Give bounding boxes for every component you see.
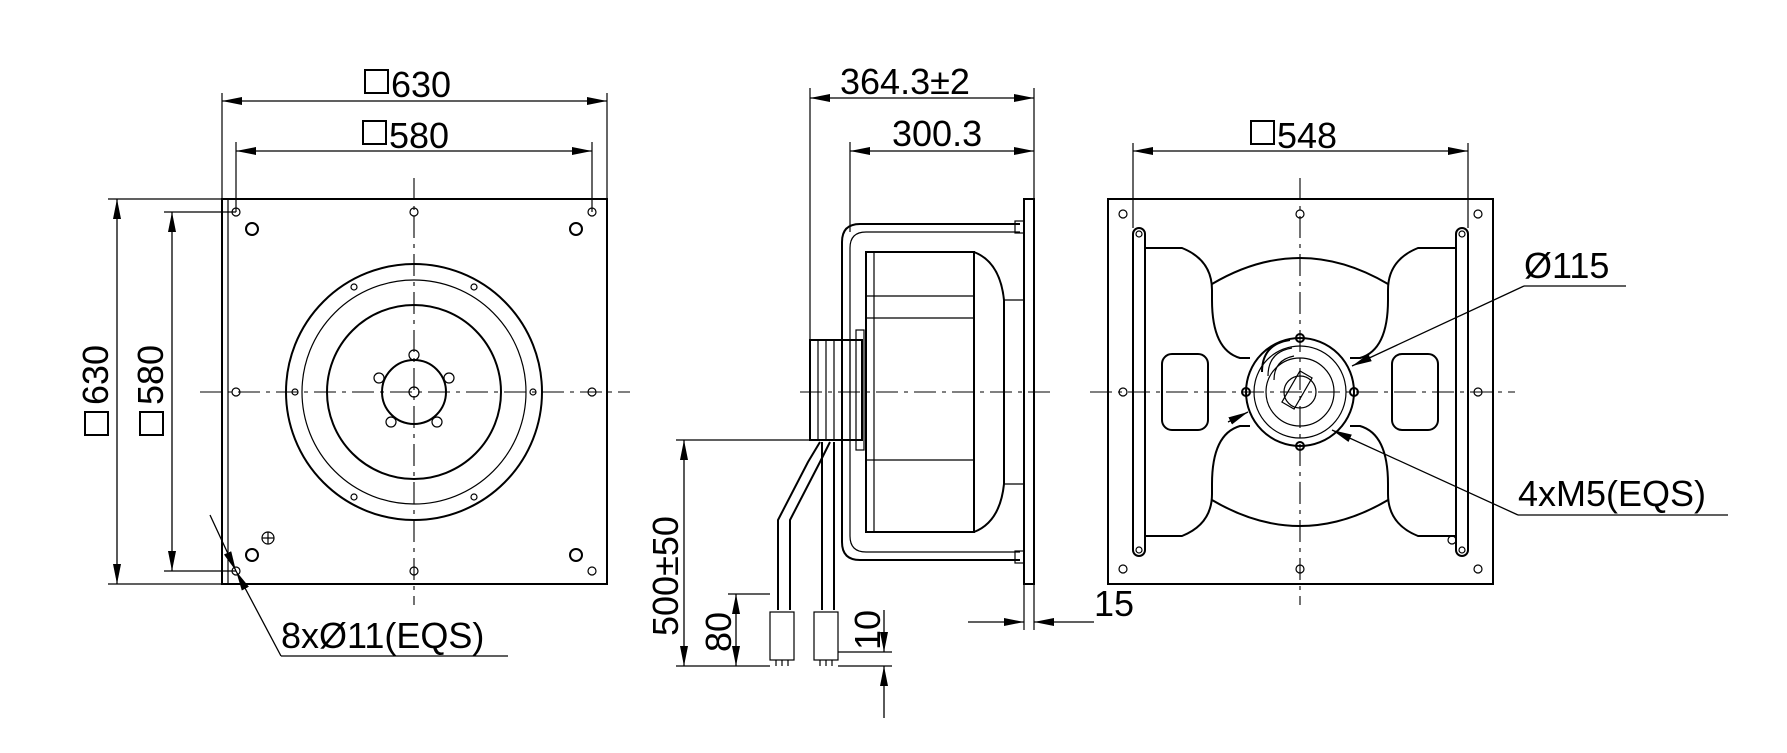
inlet-arc-top	[1211, 257, 1389, 285]
square-symbol	[362, 120, 387, 145]
hub-bolts	[373, 349, 455, 428]
strut-right-top	[1350, 247, 1456, 359]
dim-cable-length: 500±50	[645, 516, 686, 636]
strut-right-bottom	[1350, 425, 1456, 537]
rear-rail-left	[1132, 227, 1146, 557]
dim-holes: 8xØ11(EQS)	[281, 615, 484, 656]
square-symbol	[139, 411, 164, 436]
window-left	[1161, 353, 1209, 431]
square-symbol	[84, 411, 109, 436]
side-view: 364.3±2 300.3 500±50 80 10 15	[645, 61, 1134, 718]
dim-rear-width: 548	[1277, 115, 1337, 156]
hub-fins	[1261, 339, 1291, 373]
dim-cable-strip-80: 80	[698, 612, 739, 652]
motor-housing	[809, 339, 863, 441]
strut-left-top	[1145, 247, 1250, 359]
dim-side-total-depth: 364.3±2	[840, 61, 970, 102]
dim-flange-thickness: 15	[1094, 583, 1134, 624]
rear-holes	[1118, 209, 1483, 574]
dim-front-inner: 580	[389, 115, 449, 156]
cables	[769, 441, 839, 666]
square-symbol	[1250, 120, 1275, 145]
dim-front-inner-vertical: 580	[130, 345, 171, 405]
rear-rail-right	[1455, 227, 1469, 557]
ring-screws	[291, 283, 537, 501]
dim-hub-diameter: Ø115	[1524, 245, 1609, 286]
dim-cable-strip-10: 10	[847, 610, 888, 650]
strut-left-bottom	[1145, 425, 1250, 537]
dim-front-outer-vertical: 630	[75, 345, 116, 405]
dim-side-depth: 300.3	[892, 113, 982, 154]
inlet-ring-outer	[285, 263, 543, 521]
dim-front-outer: 630	[391, 64, 451, 105]
window-right	[1391, 353, 1439, 431]
rear-hub-bolts	[1241, 333, 1359, 451]
square-symbol	[364, 69, 389, 94]
rear-hub	[1245, 337, 1355, 447]
impeller-disc	[326, 304, 502, 480]
rear-view: 548 Ø115 4xM5(EQS)	[1090, 115, 1728, 605]
front-view: 630 580 630 580 8xØ11(EQS)	[75, 64, 630, 657]
inlet-arc-bottom	[1211, 499, 1389, 527]
dim-threads: 4xM5(EQS)	[1518, 473, 1706, 514]
